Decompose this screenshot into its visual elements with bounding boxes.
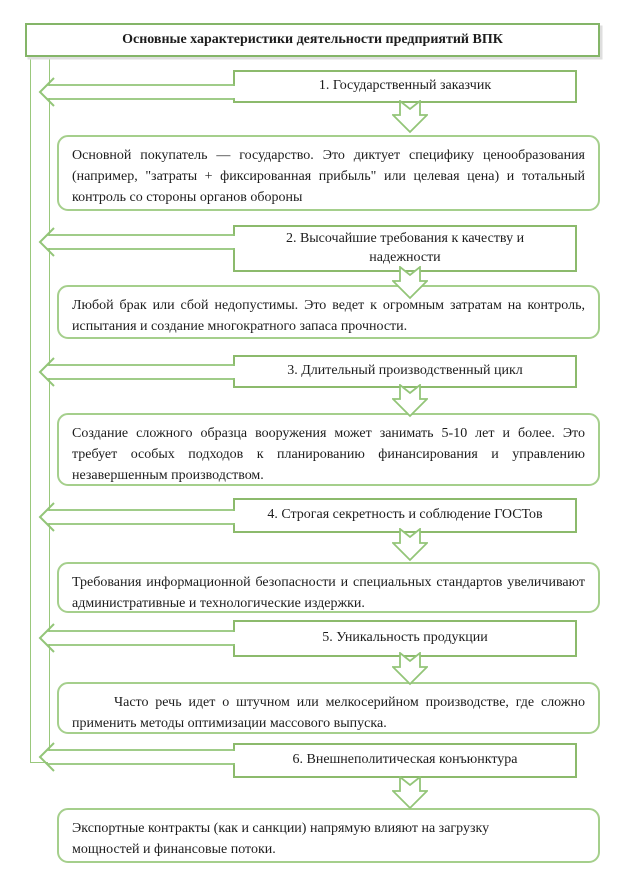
down-arrow-icon (392, 776, 428, 810)
description-box-2: Любой брак или сбой недопустимы. Это вед… (57, 285, 600, 339)
factor-box-6: 6. Внешнеполитическая конъюнктура (233, 743, 577, 778)
factor-box-3: 3. Длительный производственный цикл (233, 355, 577, 388)
page-title: Основные характеристики деятельности пре… (25, 23, 600, 57)
description-box-4: Требования информационной безопасности и… (57, 562, 600, 613)
left-arrow-icon (38, 357, 235, 387)
description-box-1: Основной покупатель — государство. Это д… (57, 135, 600, 211)
feedback-loop-bar (30, 57, 50, 763)
left-arrow-icon (38, 77, 235, 107)
left-arrow-icon (38, 227, 235, 257)
description-box-5: Часто речь идет о штучном или мелкосерий… (57, 682, 600, 734)
left-arrow-icon (38, 742, 235, 772)
down-arrow-icon (392, 528, 428, 562)
down-arrow-icon (392, 100, 428, 134)
left-arrow-icon (38, 502, 235, 532)
description-box-6: Экспортные контракты (как и санкции) нап… (57, 808, 600, 863)
factor-box-1: 1. Государственный заказчик (233, 70, 577, 103)
factor-box-2: 2. Высочайшие требования к качеству и на… (233, 225, 577, 272)
description-box-3: Создание сложного образца вооружения мож… (57, 413, 600, 486)
down-arrow-icon (392, 384, 428, 418)
left-arrow-icon (38, 623, 235, 653)
down-arrow-icon (392, 266, 428, 300)
down-arrow-icon (392, 652, 428, 686)
